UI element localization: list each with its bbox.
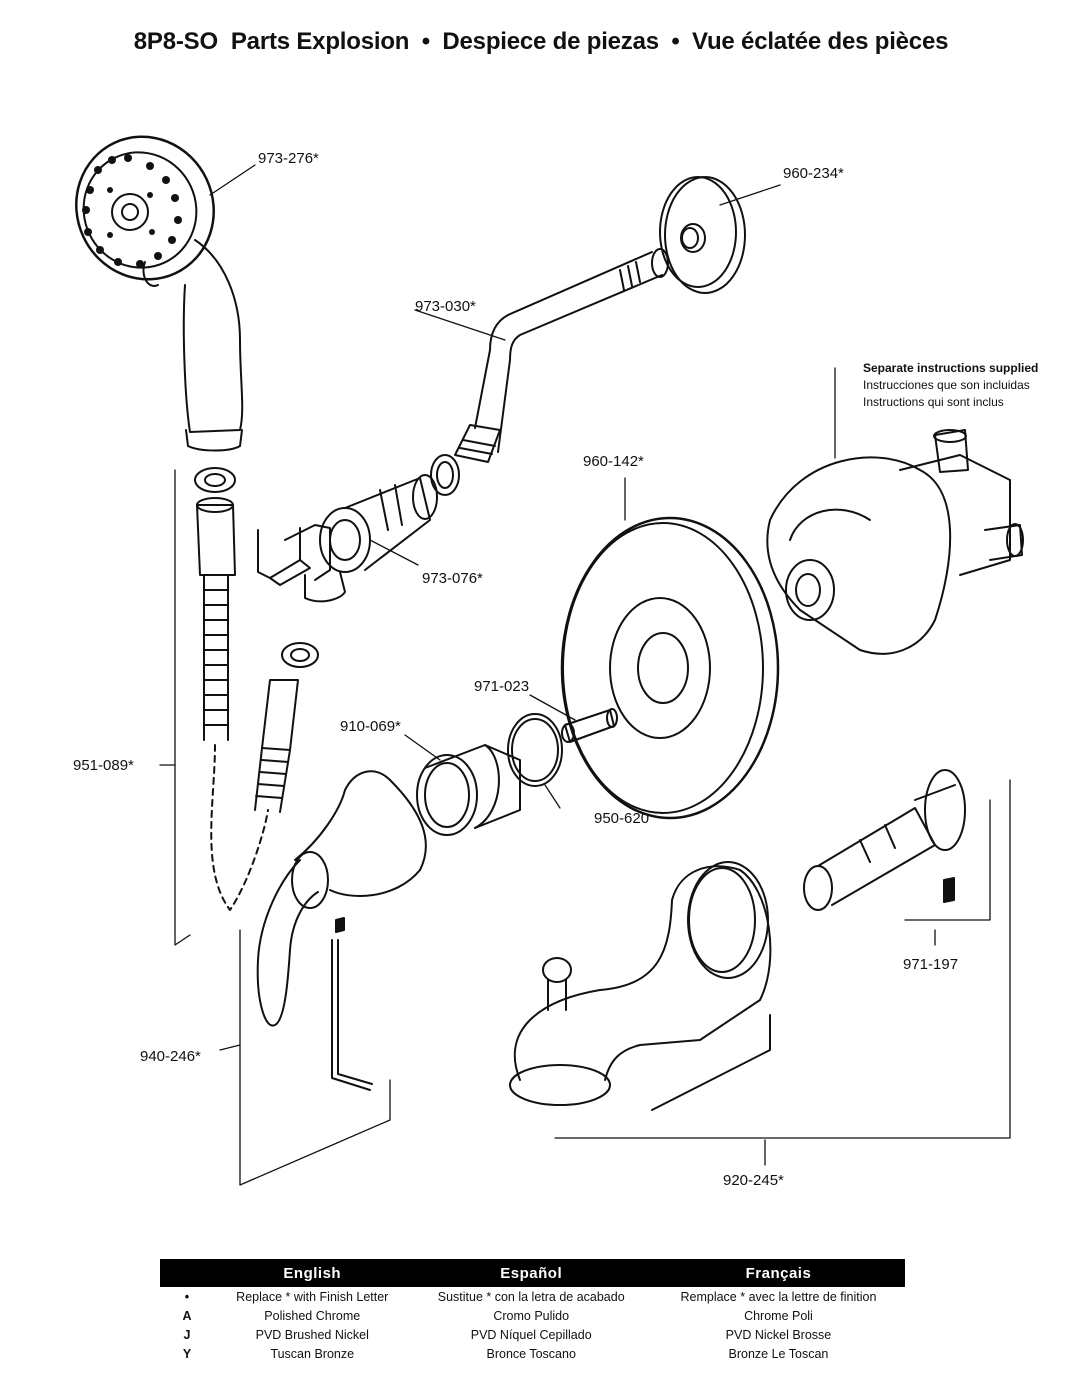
valve-part [766, 429, 1024, 655]
stem-part [561, 708, 618, 743]
legend-spanish: Sustitue * con la letra de acabado [437, 1289, 625, 1304]
label-sleeve: 910-069* [340, 718, 401, 735]
title-separator-1: • [421, 28, 430, 55]
label-escutcheon: 960-142* [583, 453, 644, 470]
label-handshower: 973-276* [258, 150, 319, 167]
label-oring: 950-620 [594, 810, 650, 827]
title-spanish: Despiece de piezas [442, 28, 659, 55]
diverter-part [803, 769, 966, 911]
legend-french: Bronze Le Toscan [728, 1346, 829, 1361]
label-diverter: 971-197 [903, 956, 959, 973]
label-stem: 971-023 [474, 678, 530, 695]
label-flange: 960-234* [783, 165, 844, 182]
legend-code: A [182, 1308, 192, 1323]
legend-french: PVD Nickel Brosse [725, 1327, 832, 1342]
title-french: Vue éclatée des pièces [692, 28, 949, 55]
oring-part [507, 713, 563, 787]
legend-spanish: Bronce Toscano [486, 1346, 576, 1361]
finish-legend-table: English Español Français • Replace * wit… [160, 1259, 905, 1363]
parts-explosion-diagram [75, 135, 1024, 1186]
separate-instructions-note: Separate instructions supplied Instrucci… [863, 360, 1038, 411]
legend-english: PVD Brushed Nickel [255, 1327, 369, 1342]
legend-spanish: Cromo Pulido [493, 1308, 570, 1323]
legend-header-french: Français [651, 1259, 905, 1287]
legend-code: J [183, 1327, 191, 1342]
legend-english: Tuscan Bronze [270, 1346, 355, 1361]
title-model: 8P8-SO [133, 28, 218, 55]
legend-spanish: PVD Níquel Cepillado [470, 1327, 592, 1342]
legend-row: • Replace * with Finish Letter Sustitue … [160, 1287, 905, 1306]
legend-french: Remplace * avec la lettre de finition [680, 1289, 877, 1304]
label-spout: 920-245* [723, 1172, 784, 1189]
legend-french: Chrome Poli [744, 1308, 813, 1323]
arm-washer-part [430, 454, 460, 496]
shower-arm-part [454, 248, 669, 463]
mount-part [257, 474, 438, 603]
tub-spout-part [509, 861, 772, 1111]
legend-code: • [184, 1289, 190, 1304]
label-shower-arm: 973-030* [415, 298, 476, 315]
label-mount: 973-076* [422, 570, 483, 587]
note-spanish: Instrucciones que son incluidas [863, 378, 1030, 392]
legend-code: Y [182, 1346, 192, 1361]
legend-english: Polished Chrome [264, 1308, 361, 1323]
flange-part [659, 176, 746, 294]
hand-shower-part [75, 135, 244, 452]
legend-row: A Polished Chrome Cromo Pulido Chrome Po… [160, 1306, 905, 1325]
label-handle: 940-246* [140, 1048, 201, 1065]
sleeve-part [416, 744, 521, 836]
legend-header-code [160, 1259, 214, 1287]
title-english: Parts Explosion [230, 28, 410, 55]
legend-header-row: English Español Français [160, 1259, 905, 1287]
legend-english: Replace * with Finish Letter [236, 1289, 389, 1304]
escutcheon-part [560, 516, 780, 820]
legend-header-english: English [214, 1259, 411, 1287]
label-hose: 951-089* [73, 757, 134, 774]
leader-lines [159, 164, 1011, 1186]
legend-row: J PVD Brushed Nickel PVD Níquel Cepillad… [160, 1325, 905, 1344]
note-english: Separate instructions supplied [863, 361, 1039, 375]
title-separator-2: • [671, 28, 680, 55]
page-title: 8P8-SO Parts Explosion • Despiece de pie… [0, 28, 1082, 56]
note-french: Instructions qui sont inclus [863, 395, 1004, 409]
legend-row: Y Tuscan Bronze Bronce Toscano Bronze Le… [160, 1344, 905, 1363]
handle-part [256, 770, 427, 1091]
legend-header-spanish: Español [410, 1259, 652, 1287]
hose-part [194, 467, 319, 911]
